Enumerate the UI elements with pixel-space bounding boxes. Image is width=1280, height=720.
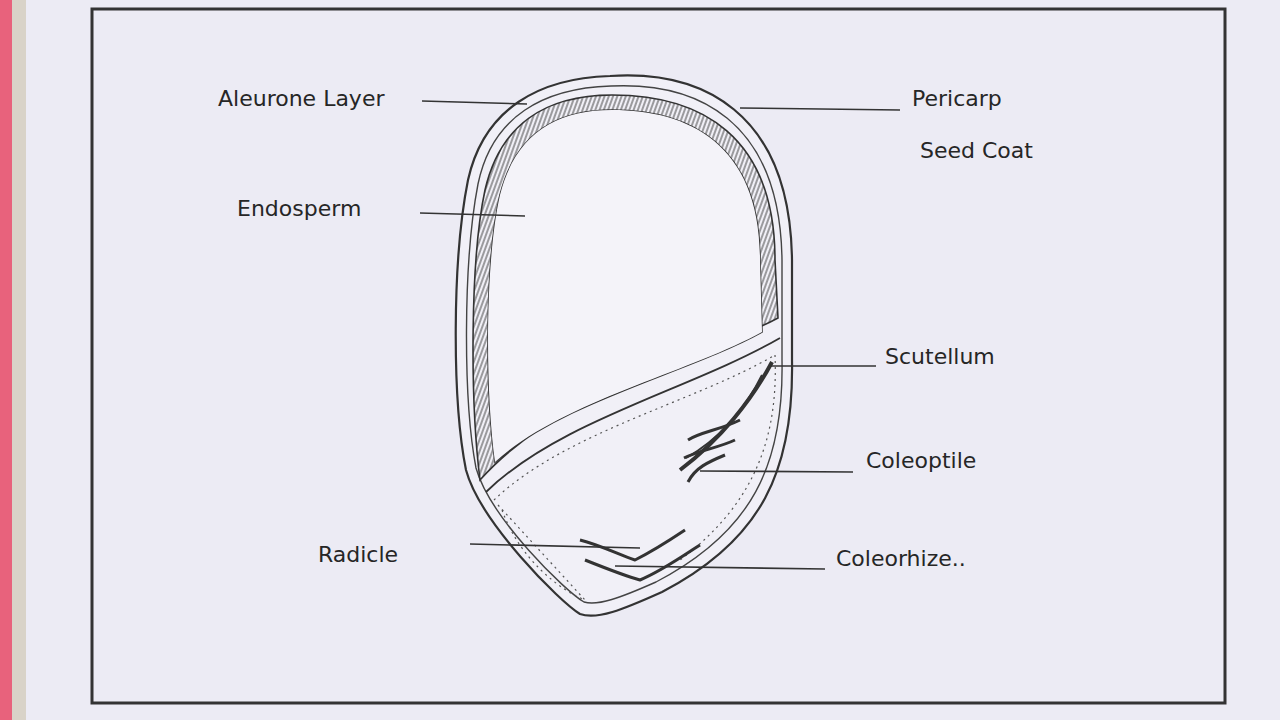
part-label: Pericarp <box>912 86 1002 112</box>
part-label: Endosperm <box>237 196 361 222</box>
part-label: Radicle <box>318 542 398 568</box>
part-label: Coleoptile <box>866 448 976 474</box>
part-label: Aleurone Layer <box>218 86 384 112</box>
part-label: Seed Coat <box>920 138 1033 164</box>
part-label: Coleorhize.. <box>836 546 966 572</box>
part-label: Scutellum <box>885 344 995 370</box>
